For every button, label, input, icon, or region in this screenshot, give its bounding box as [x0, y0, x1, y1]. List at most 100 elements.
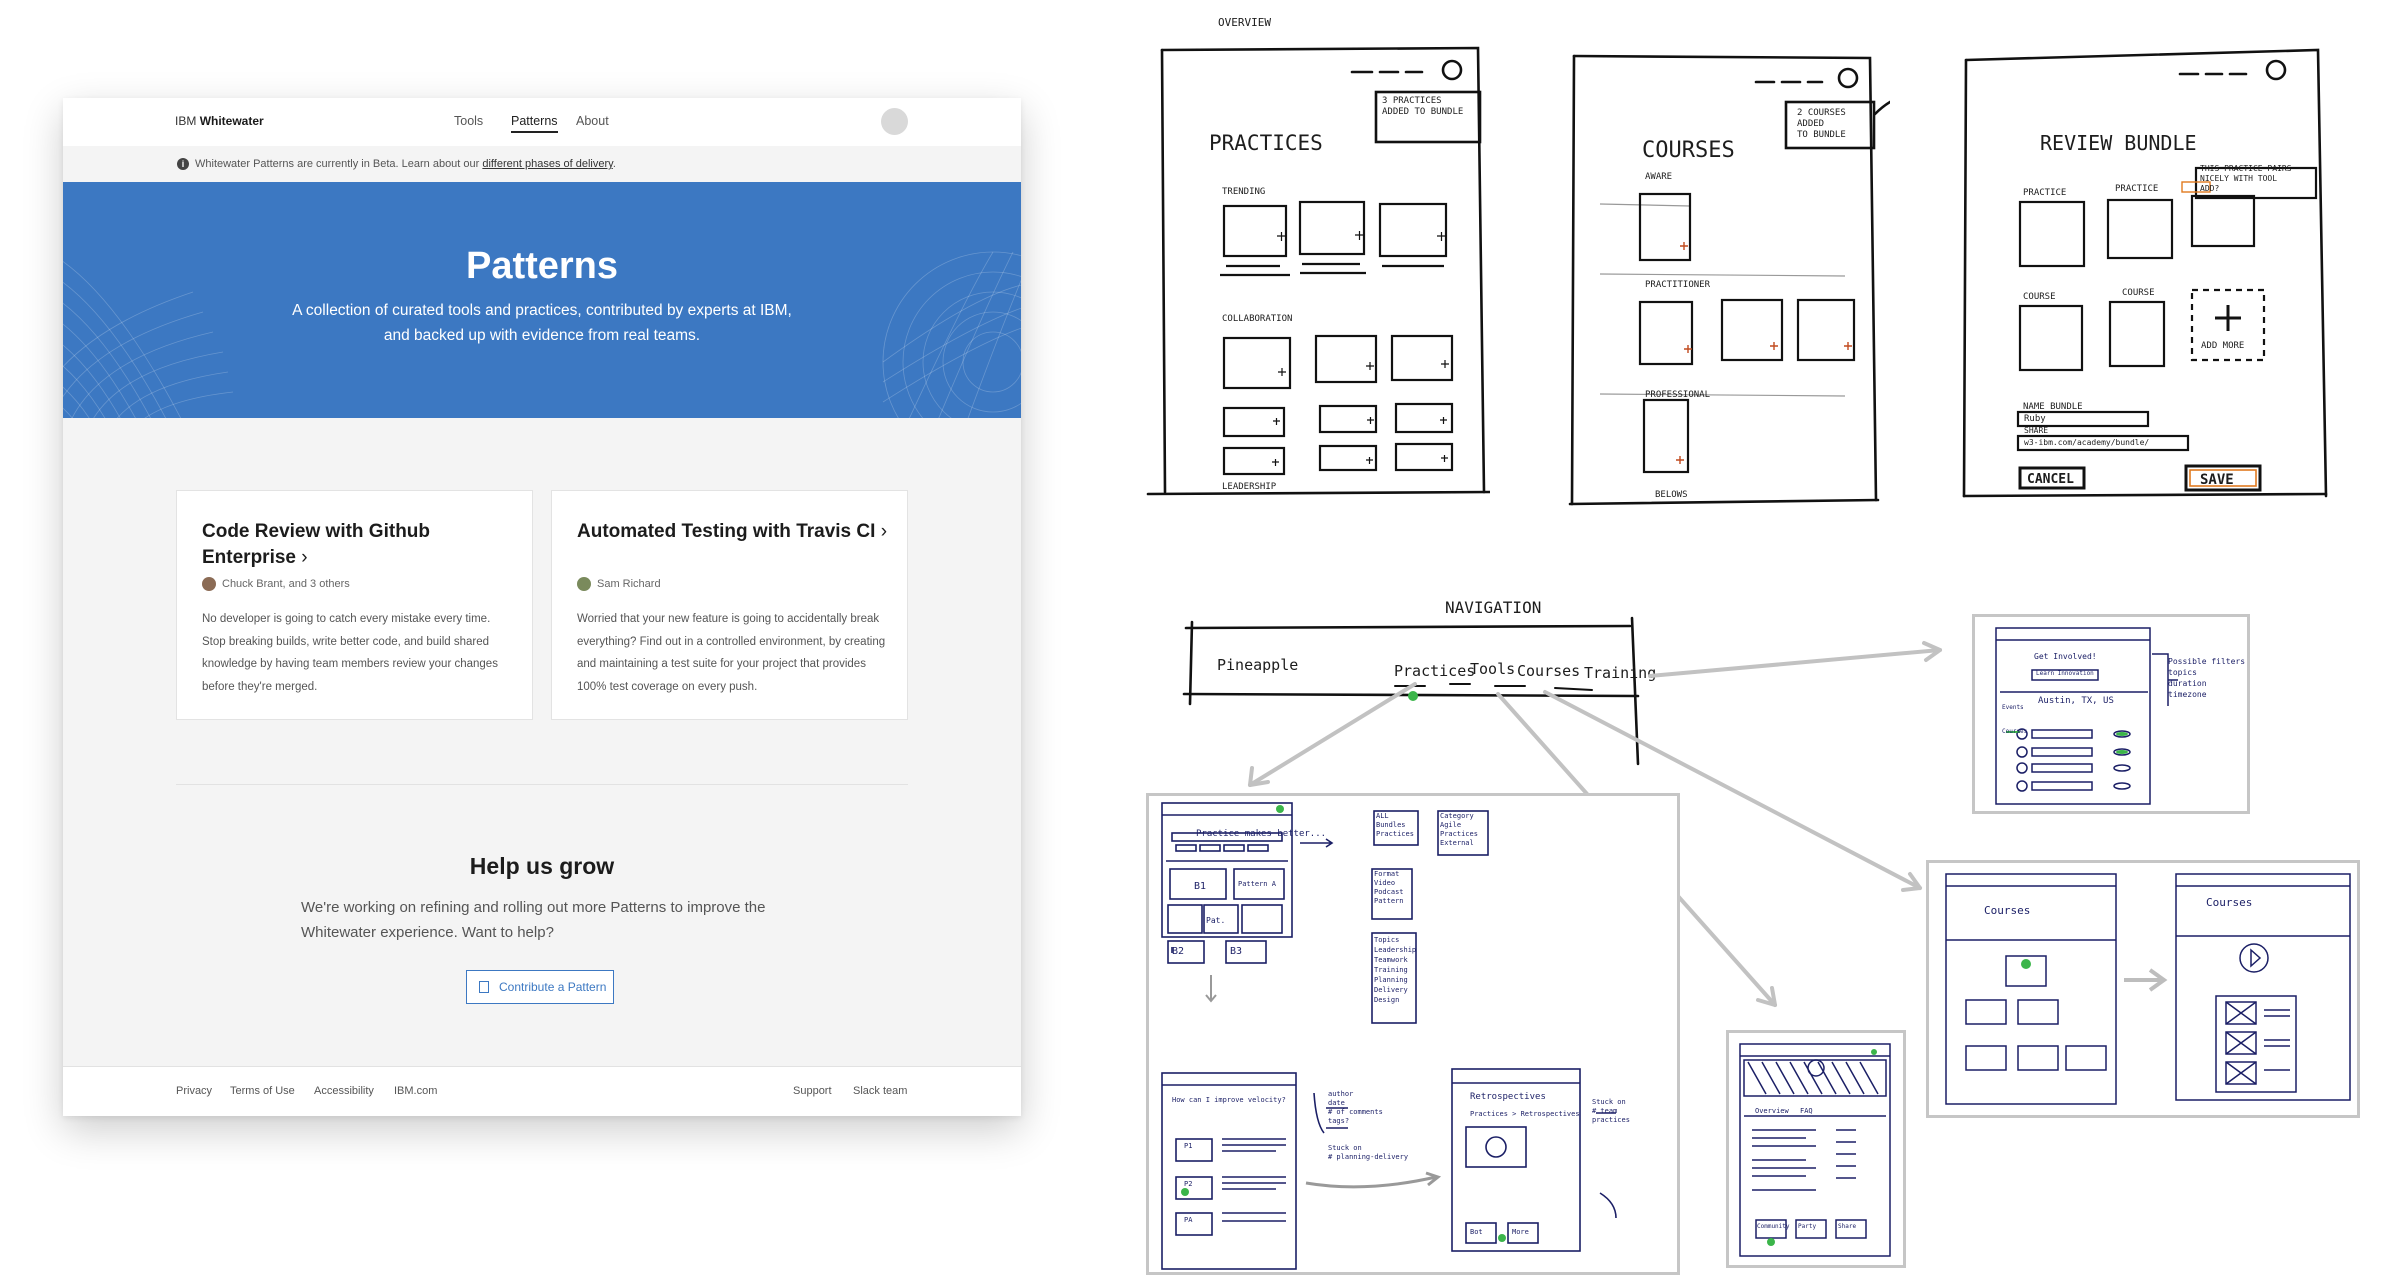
section-leadership: LEADERSHIP [1222, 482, 1277, 492]
contribute-pattern-button[interactable]: Contribute a Pattern [466, 970, 614, 1004]
card-description: No developer is going to catch every mis… [202, 613, 498, 693]
nav-sketch-practices: Practices [1394, 662, 1476, 680]
card-title[interactable]: Automated Testing with Travis CI › [577, 521, 888, 542]
review-name-value[interactable]: Ruby [2024, 414, 2046, 424]
wf-tools-btn-share[interactable]: Share [1838, 1223, 1857, 1230]
wf-item-pa: PA [1184, 1216, 1193, 1224]
footer: Privacy Terms of Use Accessibility IBM.c… [63, 1066, 1021, 1116]
wireframe-practices [1161, 802, 1617, 1270]
wireframe-tools [1739, 1043, 1891, 1257]
website-screenshot: IBM Whitewater Tools Patterns About i Wh… [63, 98, 1021, 1116]
wf-filter-topics: Topics Leadership Teamwork Training Plan… [1374, 936, 1417, 1004]
review-cancel-button[interactable]: CANCEL [2027, 472, 2074, 487]
wf-improve-notes: author date # of comments tags? [1328, 1090, 1383, 1125]
wireframe-training [1995, 627, 2178, 805]
wf-training-courses: Courses [2002, 728, 2028, 735]
footer-ibm-com[interactable]: IBM.com [394, 1085, 438, 1097]
brand-name: Whitewater [199, 114, 264, 128]
wf-retro-btn-bot[interactable]: Bot [1470, 1228, 1483, 1236]
review-label-course-2: COURSE [2122, 288, 2155, 298]
wf-training-heading: Get Involved! [2034, 652, 2097, 661]
nav-patterns[interactable]: Patterns [511, 114, 558, 133]
wf-tile-pattern-a: Pattern A [1238, 880, 1276, 888]
beta-delivery-link[interactable]: different phases of delivery [482, 158, 613, 170]
wf-courses-title-a: Courses [1984, 904, 2031, 917]
wireframe-training-frame [1972, 614, 2250, 814]
page-title: Patterns [465, 245, 619, 287]
section-collaboration: COLLABORATION [1222, 314, 1293, 324]
review-tooltip: THIS PRACTICE PAIRS NICELY WITH TOOL ADD… [2200, 164, 2292, 193]
wireframe-practices-frame [1146, 793, 1680, 1275]
pattern-card-code-review[interactable]: Code Review with Github Enterprise › Chu… [176, 490, 533, 720]
wf-tools-btn-community[interactable]: Community [1757, 1223, 1790, 1230]
page-subtitle: A collection of curated tools and practi… [292, 302, 792, 344]
pattern-card-automated-testing[interactable]: Automated Testing with Travis CI › Sam R… [551, 490, 908, 720]
wf-retro-sub: Practices > Retrospectives [1470, 1110, 1580, 1118]
wf-training-filters: Possible filters topics duration timezon… [2168, 657, 2246, 699]
sketch-review-bundle [1962, 48, 2328, 498]
review-add-more[interactable]: ADD MORE [2201, 341, 2245, 351]
top-nav-bar: IBM Whitewater Tools Patterns About [63, 98, 1021, 147]
wf-practices-heading: Practice makes better... [1196, 829, 1327, 839]
wf-item-p2: P2 [1184, 1180, 1193, 1188]
practices-title: PRACTICES [1209, 131, 1323, 155]
nav-sketch-tools: Tools [1470, 660, 1516, 678]
section-divider [176, 784, 908, 785]
footer-accessibility[interactable]: Accessibility [314, 1085, 374, 1097]
wf-retro-title: Retrospectives [1470, 1092, 1546, 1102]
author-avatar [202, 577, 216, 591]
review-save-button[interactable]: SAVE [2200, 472, 2234, 488]
courses-notice: 2 COURSES ADDED TO BUNDLE [1797, 108, 1846, 140]
brand-logo[interactable]: IBM Whitewater [175, 114, 264, 128]
wf-tools-btn-party[interactable]: Party [1798, 1223, 1817, 1230]
wf-tools-tab-faq: FAQ [1800, 1107, 1813, 1115]
mesh-pattern-right [882, 251, 1021, 418]
nav-about[interactable]: About [576, 114, 609, 128]
help-title: Help us grow [469, 853, 615, 879]
review-label-practice-2: PRACTICE [2115, 184, 2159, 194]
review-share-label: SHARE [2024, 426, 2049, 435]
wireframe-courses [1945, 873, 2351, 1105]
card-author: Sam Richard [577, 577, 661, 591]
wf-filter-format: Format Video Podcast Pattern [1374, 870, 1404, 905]
courses-title: COURSES [1642, 138, 1735, 163]
chevron-right-icon: › [880, 521, 888, 542]
wf-improve-heading: How can I improve velocity? [1172, 1096, 1286, 1104]
wf-tile-b1: B1 [1194, 881, 1207, 892]
mesh-pattern-left [63, 261, 234, 418]
review-label-practice-1: PRACTICE [2023, 188, 2067, 198]
info-icon: i [177, 158, 189, 170]
review-name-label: NAME BUNDLE [2023, 402, 2083, 412]
user-avatar[interactable] [881, 108, 908, 135]
wireframe-courses-frame [1926, 860, 2360, 1118]
wf-retro-note: Stuck on # team practices [1592, 1098, 1630, 1124]
sketch-courses [1568, 54, 1890, 506]
nav-sketch-training: Training [1584, 664, 1657, 682]
wf-tile-b3: B3 [1230, 946, 1243, 957]
section-professional: PROFESSIONAL [1645, 390, 1711, 400]
section-belows: BELOWS [1655, 490, 1688, 500]
brand-prefix: IBM [175, 114, 197, 128]
footer-privacy[interactable]: Privacy [176, 1085, 213, 1097]
wf-retro-btn-more[interactable]: More [1512, 1228, 1529, 1236]
card-title[interactable]: Code Review with Github Enterprise › [202, 521, 431, 568]
hero-banner: Patterns A collection of curated tools a… [63, 182, 1021, 418]
footer-support[interactable]: Support [793, 1085, 832, 1097]
navigation-label: NAVIGATION [1445, 598, 1542, 617]
wf-item-p1: P1 [1184, 1142, 1193, 1150]
wf-filter-category: Category Agile Practices External [1440, 812, 1478, 847]
footer-slack[interactable]: Slack team [853, 1085, 908, 1097]
section-aware: AWARE [1645, 172, 1673, 182]
review-share-value[interactable]: w3-ibm.com/academy/bundle/ [2024, 438, 2150, 447]
nav-tools[interactable]: Tools [454, 114, 484, 128]
wf-improve-stuck: Stuck on # planning-delivery [1328, 1144, 1409, 1161]
document-icon [479, 981, 489, 993]
wf-training-events: Events [2002, 704, 2024, 711]
beta-notice: i Whitewater Patterns are currently in B… [63, 146, 1021, 183]
section-trending: TRENDING [1222, 187, 1266, 197]
footer-terms[interactable]: Terms of Use [230, 1085, 295, 1097]
chevron-right-icon: › [301, 547, 308, 568]
review-label-course-1: COURSE [2023, 292, 2056, 302]
nav-sketch-brand: Pineapple [1217, 656, 1299, 674]
wf-tools-tab-overview: Overview [1755, 1107, 1789, 1115]
